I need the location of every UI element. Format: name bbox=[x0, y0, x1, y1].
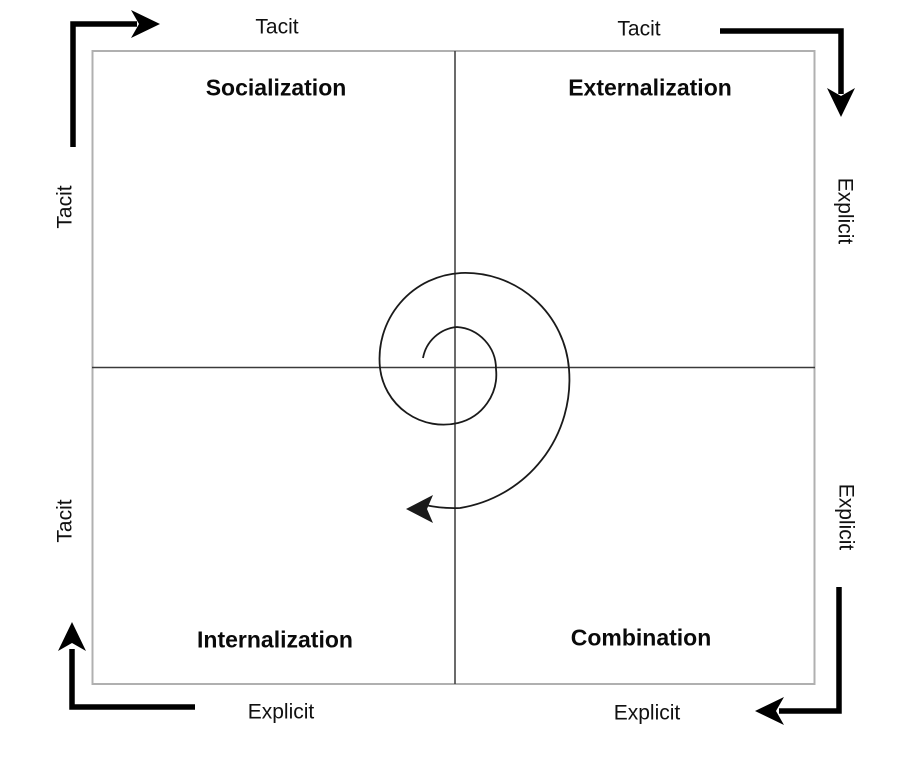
cycle-arrow-top-left-icon bbox=[70, 10, 160, 147]
arrow-down-head bbox=[827, 88, 855, 117]
axis-label-explicit-right-upper: Explicit bbox=[833, 177, 857, 245]
arrow-right-head bbox=[131, 10, 160, 38]
axis-label-tacit-left-lower: Tacit bbox=[53, 499, 77, 543]
cycle-arrow-bottom-right-icon bbox=[755, 587, 842, 725]
quadrant-combination-label: Combination bbox=[570, 624, 712, 651]
axis-label-tacit-top-right: Tacit bbox=[617, 17, 661, 41]
quadrant-externalization-label: Externalization bbox=[568, 74, 732, 101]
spiral-path bbox=[378, 272, 571, 509]
spiral-arrowhead bbox=[406, 495, 433, 523]
quadrant-socialization-label: Socialization bbox=[205, 74, 347, 101]
quadrant-internalization-label: Internalization bbox=[197, 626, 353, 653]
axis-label-tacit-left-upper: Tacit bbox=[53, 185, 77, 229]
axis-label-explicit-bottom-left: Explicit bbox=[247, 700, 315, 724]
cycle-arrow-bottom-left-icon bbox=[58, 622, 195, 710]
arrow-up-head bbox=[58, 622, 86, 651]
cycle-arrow-top-right-icon bbox=[720, 28, 855, 117]
axis-label-explicit-right-lower: Explicit bbox=[834, 483, 858, 551]
spiral-arrow-icon bbox=[378, 272, 571, 523]
axis-label-tacit-top-left: Tacit bbox=[255, 15, 299, 39]
arrow-left-head bbox=[755, 697, 784, 725]
axis-label-explicit-bottom-right: Explicit bbox=[613, 701, 681, 725]
